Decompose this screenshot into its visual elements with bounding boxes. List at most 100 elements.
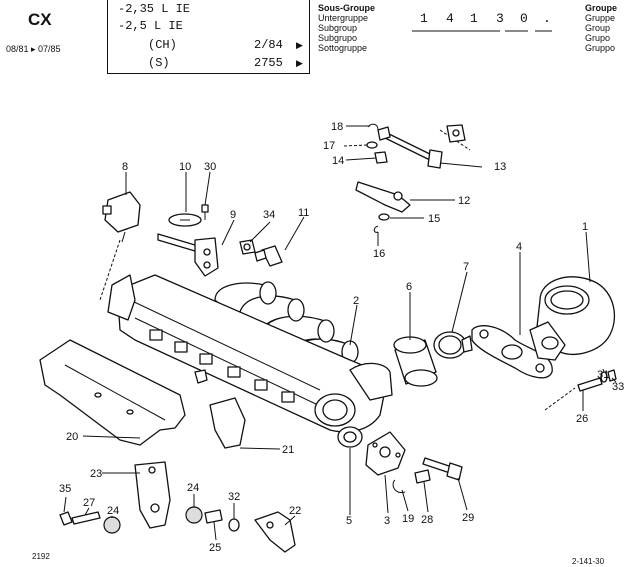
leader-dashed [439, 129, 471, 151]
bushing-14 [374, 151, 388, 164]
nut-34 [239, 239, 256, 255]
washer-32 [228, 518, 240, 532]
production-dates: 08/81 ▸ 07/85 [6, 44, 61, 54]
callout-9: 9 [230, 209, 236, 221]
stud-26 [577, 377, 603, 392]
coupling-sleeve-6 [393, 336, 438, 387]
sensor-8 [102, 191, 141, 243]
linkage-rod-13 [377, 126, 443, 169]
callout-24: 24 [107, 505, 119, 517]
callout-6: 6 [406, 281, 412, 293]
grommet-24 [103, 516, 121, 534]
intake-manifold-icon [107, 274, 393, 433]
nut-33 [607, 369, 617, 382]
callout-14: 14 [332, 155, 344, 167]
group-digit: 4 [446, 11, 454, 26]
variant-code: 2755 [254, 56, 283, 70]
callout-30: 30 [204, 161, 216, 173]
callout-1: 1 [582, 221, 588, 233]
variant-label: (CH) [148, 38, 177, 52]
clip-19 [392, 479, 406, 494]
heat-shield [39, 339, 186, 446]
callout-11: 11 [298, 207, 309, 219]
spacer-25 [204, 509, 223, 524]
screw-30 [201, 204, 209, 220]
bracket-22 [254, 511, 296, 553]
footer-left-code: 2192 [32, 552, 50, 561]
ring-17 [366, 141, 378, 149]
nut-35 [59, 511, 73, 526]
variant-code: 2/84 [254, 38, 283, 52]
hose-clamp-7 [433, 331, 473, 359]
fitting-11 [254, 245, 283, 267]
callout-21: 21 [282, 444, 294, 456]
callout-13: 13 [494, 161, 506, 173]
group-label: Groupe [585, 3, 618, 13]
callout-15: 15 [428, 213, 440, 225]
subgroup-label: Subgrupo [318, 33, 358, 43]
air-elbow-icon [529, 276, 616, 361]
pin-16 [373, 225, 379, 233]
callout-35: 35 [59, 483, 71, 495]
subgroup-label: Sottogruppe [318, 43, 368, 53]
callout-2: 2 [353, 295, 359, 307]
screw-28 [414, 469, 431, 484]
callout-23: 23 [90, 468, 102, 480]
group-label: Gruppe [585, 13, 616, 23]
group-label: Group [585, 23, 611, 33]
spring-clip [446, 124, 466, 143]
model-name: CX [28, 10, 52, 29]
throttle-disc-10 [168, 213, 202, 227]
callout-34: 34 [263, 209, 275, 221]
callout-8: 8 [122, 161, 128, 173]
variant-label: -2,5 L IE [118, 19, 183, 33]
page-header: CX 08/81 ▸ 07/85 -2,35 L IE -2,5 L IE (C… [0, 0, 629, 80]
callout-32: 32 [228, 491, 240, 503]
callout-12: 12 [458, 195, 470, 207]
callout-26: 26 [576, 413, 588, 425]
group-digit: 1 [420, 11, 428, 26]
throttle-shaft-9 [157, 233, 219, 277]
callout-31: 31 [597, 369, 609, 381]
callout-4: 4 [516, 241, 522, 253]
valve-3 [365, 431, 406, 476]
callout-labels: 1 2 3 4 5 6 7 8 9 10 11 12 13 14 15 16 1… [59, 121, 624, 554]
washer-15 [378, 213, 390, 221]
gasket-5 [337, 426, 363, 448]
group-digit: 1 [470, 11, 478, 26]
leader-dashed [99, 239, 121, 301]
boss [194, 369, 208, 384]
group-digit: . [543, 11, 551, 26]
lever-12 [355, 181, 411, 213]
subgroup-label: Subgroup [318, 23, 358, 33]
subgroup-label: Sous-Groupe [318, 3, 376, 13]
callout-33: 33 [612, 381, 624, 393]
group-digit: 3 [496, 11, 504, 26]
variant-label: (S) [148, 56, 170, 70]
callout-3: 3 [384, 515, 390, 527]
callout-24b: 24 [187, 482, 199, 494]
play-arrow-icon: ▶ [296, 58, 303, 68]
callout-27: 27 [83, 497, 95, 509]
clip-18 [367, 123, 379, 131]
callout-29: 29 [462, 512, 474, 524]
play-arrow-icon: ▶ [296, 40, 303, 50]
gasket-4 [471, 325, 553, 379]
stud-27 [71, 511, 101, 525]
callout-20: 20 [66, 431, 78, 443]
group-label: Grupo [585, 33, 611, 43]
callout-19: 19 [402, 513, 414, 525]
callout-18: 18 [331, 121, 343, 133]
group-digit: 0 [520, 11, 528, 26]
bracket-21 [209, 397, 246, 449]
subgroup-label: Untergruppe [318, 13, 369, 23]
footer-right-code: 2-141-30 [572, 557, 605, 566]
callout-28: 28 [421, 514, 433, 526]
variant-label: -2,35 L IE [118, 2, 191, 16]
callout-10: 10 [179, 161, 191, 173]
group-label: Gruppo [585, 43, 616, 53]
callout-22: 22 [289, 505, 301, 517]
callout-25: 25 [209, 542, 221, 554]
bracket-23 [134, 461, 171, 529]
